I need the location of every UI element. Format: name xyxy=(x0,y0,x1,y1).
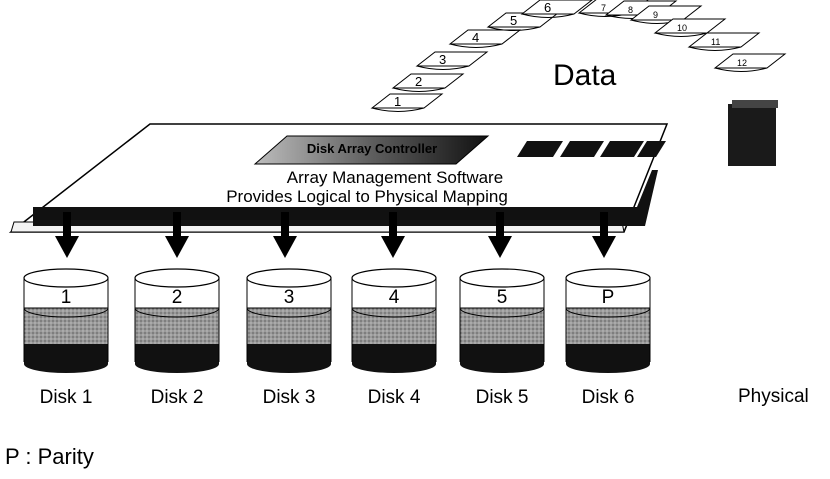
arrow-head xyxy=(165,236,189,258)
data-page-number: 4 xyxy=(472,30,479,45)
arrow-head xyxy=(55,236,79,258)
arrow-shaft xyxy=(496,212,504,238)
data-label: Data xyxy=(553,59,617,92)
data-page-number: 1 xyxy=(394,94,401,109)
disk-top-label: P xyxy=(602,287,615,308)
data-page-number: 8 xyxy=(628,5,633,15)
data-page: 2 xyxy=(391,73,465,92)
data-page-number: 2 xyxy=(415,74,422,89)
disk: P Disk 6 xyxy=(565,268,651,408)
data-page: 3 xyxy=(415,51,489,70)
data-stack-icon xyxy=(728,100,778,166)
data-page-number: 5 xyxy=(510,13,517,28)
arrow-head xyxy=(273,236,297,258)
software-line2: Provides Logical to Physical Mapping xyxy=(226,187,508,206)
disk-name: Disk 3 xyxy=(263,387,316,408)
arrow-shaft xyxy=(173,212,181,238)
data-page-number: 7 xyxy=(601,3,606,13)
parity-legend: P : Parity xyxy=(5,444,94,469)
data-page: 4 xyxy=(448,29,522,48)
data-page-number: 10 xyxy=(677,23,687,33)
arrow-shaft xyxy=(600,212,608,238)
arrow-shaft xyxy=(63,212,71,238)
disk-name: Disk 4 xyxy=(368,387,421,408)
disk-array-controller: Disk Array Controller xyxy=(253,135,490,165)
data-page: 12 xyxy=(713,53,787,72)
arrow-head xyxy=(488,236,512,258)
controller-label: Disk Array Controller xyxy=(307,141,437,156)
data-page-number: 6 xyxy=(544,0,551,15)
disk-top-label: 3 xyxy=(284,287,295,308)
data-page-number: 11 xyxy=(711,37,720,47)
disk-top-label: 5 xyxy=(497,287,508,308)
arrow-head xyxy=(592,236,616,258)
disk-name: Disk 1 xyxy=(40,387,93,408)
data-page-number: 12 xyxy=(737,58,747,68)
memory-chips xyxy=(517,141,666,157)
mapping-arrows xyxy=(55,212,616,258)
disk-name: Disk 6 xyxy=(582,387,635,408)
disk-name: Disk 5 xyxy=(476,387,529,408)
data-page-number: 9 xyxy=(653,10,658,20)
arrow-head xyxy=(381,236,405,258)
arrow-shaft xyxy=(389,212,397,238)
disk-top-label: 2 xyxy=(172,287,183,308)
disk-name: Disk 2 xyxy=(151,387,204,408)
data-page-number: 3 xyxy=(439,52,446,67)
disk-top-label: 4 xyxy=(389,287,400,308)
arrow-shaft xyxy=(281,212,289,238)
data-page: 10 xyxy=(653,18,727,37)
array-board xyxy=(8,123,669,233)
data-page: 1 xyxy=(370,93,444,112)
disk-top-label: 1 xyxy=(61,287,72,308)
data-page: 5 xyxy=(486,12,560,31)
data-page: 6 xyxy=(520,0,593,18)
data-page: 11 xyxy=(687,32,761,51)
software-line1: Array Management Software xyxy=(287,168,503,187)
physical-label: Physical xyxy=(738,386,809,407)
